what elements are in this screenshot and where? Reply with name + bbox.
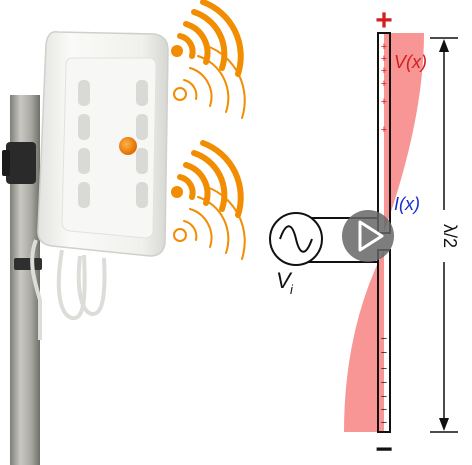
plus-mark: + (381, 96, 387, 108)
minus-mark: − (381, 363, 387, 375)
minus-mark: − (381, 417, 387, 429)
housing-slots (78, 80, 148, 208)
sine-icon (279, 225, 313, 253)
minus-charge-marks: − − − − − − − (381, 333, 387, 429)
voltage-distribution-top (384, 33, 424, 232)
plus-mark: + (381, 124, 387, 136)
pole-clamp-bottom (14, 258, 42, 270)
plus-charge-marks: + + + + + + (381, 41, 387, 136)
plus-mark: + (381, 78, 387, 90)
antenna-photo (2, 0, 246, 465)
voltage-distribution-bottom (344, 250, 384, 432)
antenna-cables (30, 239, 107, 340)
source-label: V (276, 268, 293, 293)
minus-mark: − (381, 391, 387, 403)
plus-mark: + (381, 53, 387, 65)
play-button[interactable] (342, 210, 394, 262)
wifi-signal-icon (171, 0, 246, 119)
wifi-signal-icon (171, 140, 246, 260)
orange-dot-badge-icon (119, 137, 137, 155)
current-label: I(x) (394, 194, 420, 214)
bottom-terminal-minus: − (375, 433, 393, 465)
plus-mark: + (381, 41, 387, 53)
top-terminal-plus: + (375, 4, 393, 37)
play-icon (358, 220, 384, 252)
plus-mark: + (381, 65, 387, 77)
length-label: λ/2 (440, 224, 460, 248)
minus-mark: − (381, 377, 387, 389)
minus-mark: − (381, 347, 387, 359)
minus-mark: − (381, 333, 387, 345)
pole-clamp-top (6, 142, 36, 184)
voltage-label: V(x) (394, 52, 427, 72)
minus-mark: − (381, 404, 387, 416)
length-dimension (430, 37, 458, 433)
source-subscript: i (290, 282, 294, 297)
